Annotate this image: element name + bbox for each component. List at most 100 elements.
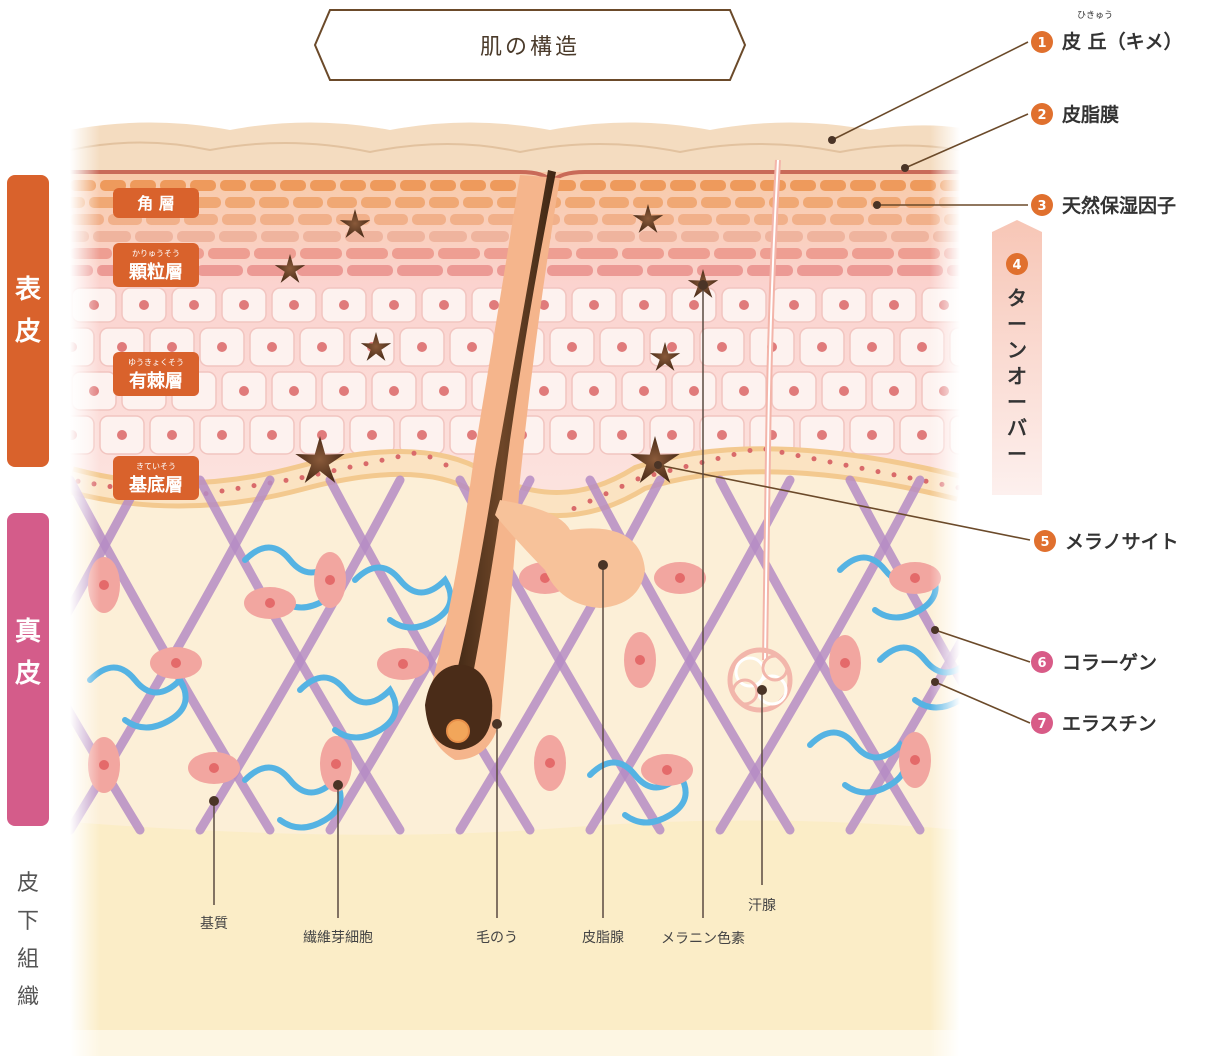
cell-nucleus xyxy=(139,300,149,310)
callout-number: 3 xyxy=(1037,199,1046,214)
corneum-cell xyxy=(837,197,867,208)
corneum-cell xyxy=(346,248,388,259)
cell-nucleus xyxy=(467,430,477,440)
corneum-cell xyxy=(429,197,459,208)
corneum-cell xyxy=(850,180,876,191)
turnover-char: バ xyxy=(1007,416,1027,440)
epidermis-side-tag: 表 皮 xyxy=(7,175,49,467)
corneum-cell xyxy=(599,197,629,208)
corneum-cell xyxy=(565,197,595,208)
corneum-cell xyxy=(639,231,677,242)
layer-tag-label: 顆粒層 xyxy=(129,261,183,283)
cell-nucleus xyxy=(589,386,599,396)
dermis-label-2: 皮 xyxy=(15,659,41,689)
cell-nucleus xyxy=(639,386,649,396)
corneum-cell xyxy=(576,248,618,259)
cell-nucleus xyxy=(617,430,627,440)
corneum-cell xyxy=(647,265,693,276)
corneum-cell xyxy=(847,265,893,276)
corneum-cell xyxy=(298,214,332,225)
corneum-cell xyxy=(397,265,443,276)
corneum-cell xyxy=(678,214,712,225)
corneum-cell xyxy=(370,180,396,191)
fibroblast-nucleus xyxy=(171,658,181,668)
cell-nucleus xyxy=(167,430,177,440)
callout-nmf: 3 天然保湿因子 xyxy=(1031,194,1176,217)
basal-cell xyxy=(732,452,737,457)
corneum-cell xyxy=(340,180,366,191)
corneum-cell xyxy=(280,180,306,191)
corneum-cell xyxy=(765,231,803,242)
subcutaneous-label-3: 組 xyxy=(17,947,39,972)
cell-nucleus xyxy=(117,342,127,352)
basal-cell xyxy=(716,456,721,461)
corneum-cell xyxy=(730,180,756,191)
subcutaneous-label-1: 皮 xyxy=(17,871,39,896)
callout-sebum-film: 2 皮脂膜 xyxy=(1031,103,1119,126)
cell-nucleus xyxy=(689,300,699,310)
cell-nucleus xyxy=(889,300,899,310)
cell-nucleus xyxy=(189,300,199,310)
turnover-char: ー xyxy=(1007,442,1027,466)
corneum-cell xyxy=(361,197,391,208)
corneum-cell xyxy=(430,180,456,191)
callout-label: コラーゲン xyxy=(1062,652,1157,674)
cell-nucleus xyxy=(489,300,499,310)
corneum-cell xyxy=(303,231,341,242)
corneum-cell xyxy=(735,197,765,208)
epidermis-label-2: 皮 xyxy=(15,317,41,347)
callout-label: 天然保湿因子 xyxy=(1062,194,1176,217)
corneum-cell xyxy=(597,265,643,276)
label-fibroblast: 繊維芽細胞 xyxy=(303,930,373,946)
callout-number: 1 xyxy=(1037,36,1046,51)
fibroblast-nucleus xyxy=(662,765,672,775)
turnover-number: 4 xyxy=(1012,258,1021,273)
callout-number: 5 xyxy=(1040,535,1049,550)
cell-nucleus xyxy=(867,430,877,440)
corneum-cell xyxy=(681,231,719,242)
layer-tag-granular: かりゅうそう 顆粒層 xyxy=(113,243,199,287)
basal-cell xyxy=(572,506,577,511)
turnover-char: タ xyxy=(1007,286,1027,310)
cell-nucleus xyxy=(917,342,927,352)
basal-cell xyxy=(780,450,785,455)
basal-cell xyxy=(300,475,305,480)
corneum-cell xyxy=(395,197,425,208)
cell-nucleus xyxy=(117,430,127,440)
callout-label: メラノサイト xyxy=(1065,531,1179,553)
corneum-cell xyxy=(219,231,257,242)
callout-ruby: ひきゅう xyxy=(1077,10,1113,21)
fibroblast-nucleus xyxy=(265,598,275,608)
corneum-cell xyxy=(471,231,509,242)
corneum-cell xyxy=(429,231,467,242)
callout-elastin: 7 エラスチン xyxy=(1031,712,1157,735)
corneum-cell xyxy=(297,265,343,276)
cell-nucleus xyxy=(789,300,799,310)
corneum-cell xyxy=(640,180,666,191)
corneum-cell xyxy=(670,180,696,191)
callout-number: 2 xyxy=(1037,108,1046,123)
fibroblast-nucleus xyxy=(635,655,645,665)
basal-cell xyxy=(748,448,753,453)
turnover-char: ー xyxy=(1007,390,1027,414)
subcutaneous-label-2: 下 xyxy=(17,909,39,934)
cell-nucleus xyxy=(239,300,249,310)
cell-nucleus xyxy=(267,430,277,440)
corneum-cell xyxy=(701,197,731,208)
callout-label: エラスチン xyxy=(1062,713,1157,735)
basal-cell xyxy=(844,463,849,468)
basal-cell xyxy=(412,451,417,456)
cell-nucleus xyxy=(317,430,327,440)
cell-nucleus xyxy=(389,300,399,310)
callout-label: 皮 丘（キメ） xyxy=(1062,30,1183,53)
fibroblast-nucleus xyxy=(840,658,850,668)
cell-nucleus xyxy=(567,342,577,352)
basal-cell xyxy=(220,489,225,494)
basal-cell xyxy=(908,476,913,481)
basal-cell xyxy=(444,463,449,468)
corneum-cell xyxy=(300,248,342,259)
fibroblast-nucleus xyxy=(910,755,920,765)
corneum-cell xyxy=(852,248,894,259)
turnover-char: ン xyxy=(1007,338,1027,362)
basal-cell xyxy=(588,499,593,504)
